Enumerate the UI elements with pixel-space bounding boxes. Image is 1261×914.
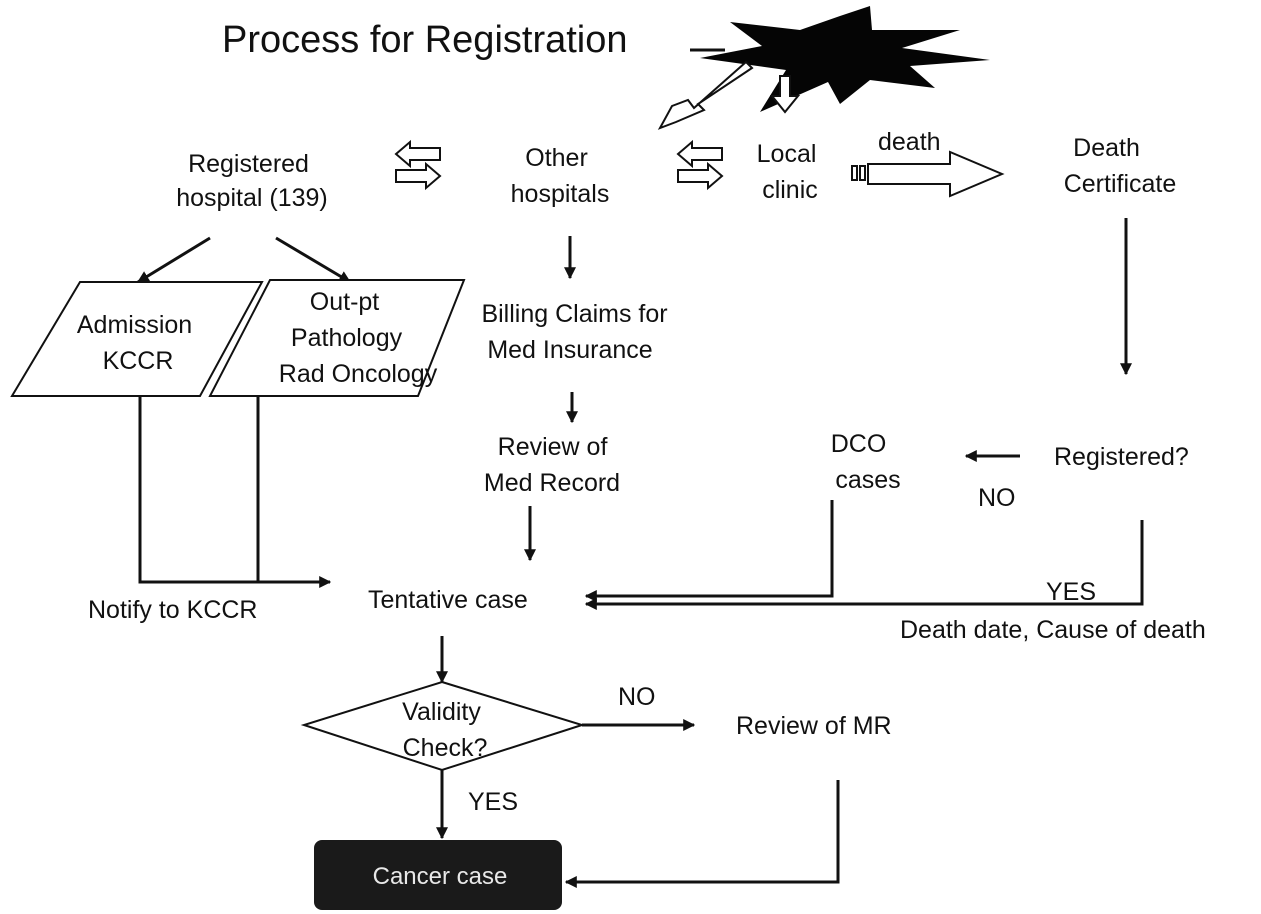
- validity-text: Validity Check?: [402, 698, 488, 762]
- double-arrow-other-clinic: [676, 139, 724, 191]
- cancer-case-box: [314, 840, 562, 910]
- no-registered-label: NO: [978, 484, 1016, 512]
- dco-cases-node: DCO cases: [831, 430, 901, 494]
- death-certificate-node: Death Certificate: [1064, 134, 1177, 198]
- billing-node: Billing Claims for Med Insurance: [481, 300, 674, 364]
- dco-to-tentative-line: [584, 500, 834, 602]
- admission-box: [10, 281, 264, 397]
- cancer-case-text: Cancer case: [373, 863, 508, 890]
- arrow-to-outpt: [275, 236, 352, 284]
- death-arrow: [851, 150, 1005, 198]
- double-arrow-registered-other: [394, 139, 442, 191]
- admission-text: Admission KCCR: [77, 311, 199, 375]
- review-mr-to-cancer-line: [564, 780, 840, 888]
- outpt-text: Out-pt Pathology Rad Oncology: [279, 288, 438, 388]
- death-info-label: Death date, Cause of death: [900, 616, 1206, 644]
- tentative-case-node: Tentative case: [368, 586, 528, 614]
- no-validity-label: NO: [618, 683, 656, 711]
- starburst-icon: [700, 6, 990, 112]
- diagram-title: Process for Registration: [222, 19, 628, 61]
- hollow-arrow-to-local-clinic: [769, 75, 801, 114]
- local-clinic-node: Local clinic: [757, 140, 824, 204]
- outpt-box: [208, 279, 466, 397]
- admission-to-tentative-line: [138, 396, 332, 588]
- death-label: death: [878, 128, 941, 156]
- yes-registered-label: YES: [1046, 578, 1096, 606]
- hollow-arrow-to-other-hospitals: [657, 60, 754, 130]
- registered-q-node: Registered?: [1054, 443, 1189, 471]
- review-med-record-node: Review of Med Record: [484, 433, 620, 497]
- notify-label: Notify to KCCR: [88, 596, 257, 624]
- review-mr-node: Review of MR: [736, 712, 892, 740]
- registered-hospital-node: Registered hospital (139): [176, 150, 327, 212]
- registered-yes-to-tentative-line: [584, 520, 1144, 610]
- arrow-to-admission: [136, 236, 211, 284]
- yes-validity-label: YES: [468, 788, 518, 816]
- other-hospitals-node: Other hospitals: [511, 144, 610, 208]
